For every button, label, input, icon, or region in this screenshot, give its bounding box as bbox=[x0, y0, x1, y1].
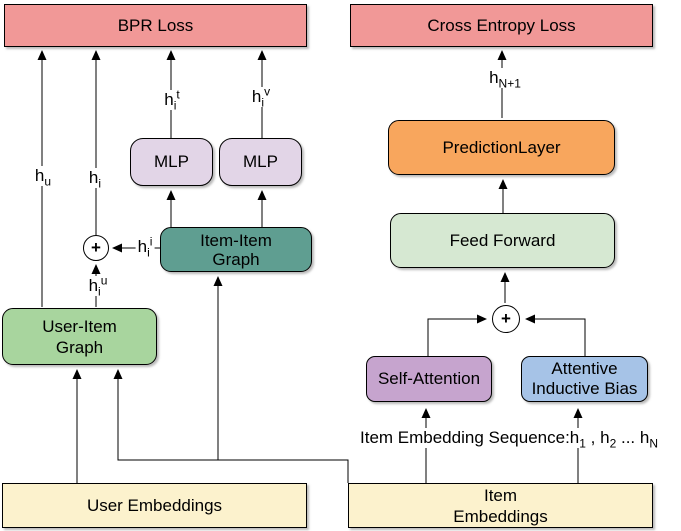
user-embeddings-node: User Embeddings bbox=[2, 483, 307, 528]
user-embeddings-label: User Embeddings bbox=[86, 495, 223, 515]
item-embeddings-line2: Embeddings bbox=[453, 506, 548, 526]
item-embedding-sequence-label: Item Embedding Sequence:h1 , h2 ... hN bbox=[357, 428, 661, 451]
mlp-right-label: MLP bbox=[243, 152, 278, 171]
bpr-loss-node: BPR Loss bbox=[4, 4, 307, 47]
edge-label-h-u: hu bbox=[32, 166, 54, 189]
feed-forward-node: Feed Forward bbox=[390, 213, 615, 268]
item-embeddings-node: Item Embeddings bbox=[348, 483, 653, 528]
attentive-inductive-bias-line1: Attentive bbox=[551, 359, 618, 378]
user-item-graph-line1: User-Item bbox=[42, 316, 117, 336]
bpr-loss-label: BPR Loss bbox=[117, 15, 194, 35]
edge-label-h-i-u: hiu bbox=[86, 273, 110, 299]
plus-icon: + bbox=[501, 309, 511, 328]
mlp-right-node: MLP bbox=[219, 138, 302, 186]
edge-label-h-i-i: hii bbox=[135, 234, 155, 260]
user-item-graph-node: User-Item Graph bbox=[2, 308, 157, 365]
sum-node-right: + bbox=[492, 305, 520, 333]
attentive-inductive-bias-line2: Inductive Bias bbox=[531, 379, 638, 398]
item-embeddings-line1: Item bbox=[483, 485, 518, 505]
edge-label-h-i-t: hit bbox=[162, 87, 182, 113]
self-attention-node: Self-Attention bbox=[366, 356, 492, 402]
attentive-inductive-bias-node: Attentive Inductive Bias bbox=[521, 356, 648, 402]
cross-entropy-loss-label: Cross Entropy Loss bbox=[427, 15, 576, 35]
mlp-left-node: MLP bbox=[130, 138, 213, 186]
item-item-graph-node: Item-Item Graph bbox=[160, 227, 312, 272]
item-item-graph-line2: Graph bbox=[212, 249, 260, 269]
plus-icon: + bbox=[91, 238, 101, 257]
cross-entropy-loss-node: Cross Entropy Loss bbox=[350, 4, 653, 47]
edge-label-h-i: hi bbox=[86, 168, 104, 191]
sum-node-left: + bbox=[83, 235, 109, 261]
edge-label-h-n-plus-1: hN+1 bbox=[487, 68, 523, 91]
mlp-left-label: MLP bbox=[154, 152, 189, 171]
user-item-graph-line2: Graph bbox=[55, 337, 104, 357]
prediction-layer-node: PredictionLayer bbox=[388, 120, 615, 175]
self-attention-label: Self-Attention bbox=[377, 369, 481, 388]
feed-forward-label: Feed Forward bbox=[449, 230, 556, 250]
item-item-graph-line1: Item-Item bbox=[200, 230, 272, 250]
edge-label-h-i-v: hiv bbox=[249, 84, 273, 110]
prediction-layer-label: PredictionLayer bbox=[442, 137, 561, 157]
